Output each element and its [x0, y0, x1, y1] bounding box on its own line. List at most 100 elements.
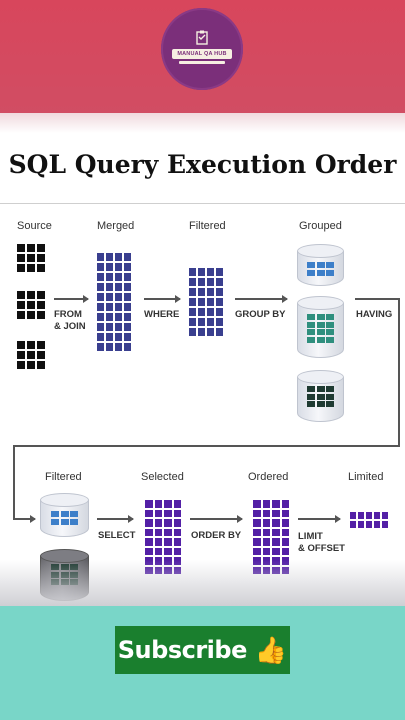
group-cell — [51, 518, 59, 525]
table-cell — [216, 288, 223, 296]
table-cell — [350, 521, 356, 528]
table-cell — [124, 273, 131, 281]
table-cell — [189, 318, 196, 326]
subscribe-button[interactable]: Subscribe 👍 — [115, 626, 290, 674]
label-grouped: Grouped — [299, 220, 342, 232]
table-cell — [154, 528, 162, 536]
table-cell — [272, 509, 280, 517]
table-cell — [115, 273, 122, 281]
table-cell — [198, 268, 205, 276]
group-cell — [70, 511, 78, 517]
group-cell — [316, 262, 325, 268]
table-cell — [145, 500, 153, 508]
table-cell — [27, 291, 35, 299]
table-cell — [154, 500, 162, 508]
table-cell — [17, 361, 25, 369]
table-cell — [106, 263, 113, 271]
group-cell — [326, 393, 334, 400]
table-cell — [145, 519, 153, 527]
divider — [0, 203, 405, 204]
table-cell — [145, 547, 153, 555]
table-cell — [207, 278, 214, 286]
table-cell — [37, 291, 45, 299]
group-cell — [307, 314, 315, 320]
source-table-3 — [17, 341, 45, 369]
table-cell — [97, 333, 104, 341]
table-cell — [189, 278, 196, 286]
table-cell — [27, 341, 35, 349]
group-cell — [326, 262, 334, 268]
table-cell — [207, 308, 214, 316]
table-cell — [216, 268, 223, 276]
table-cell — [164, 538, 172, 546]
table-cell — [198, 328, 205, 336]
table-cell — [106, 313, 113, 321]
group-cell — [307, 401, 315, 407]
table-cell — [164, 509, 172, 517]
table-cell — [124, 323, 131, 331]
group-cell — [60, 511, 69, 517]
group-cell — [326, 321, 334, 328]
table-cell — [358, 521, 364, 528]
table-cell — [358, 512, 364, 519]
arrow-order-by — [190, 515, 243, 522]
table-cell — [17, 291, 25, 299]
table-cell — [37, 244, 45, 252]
table-cell — [281, 500, 289, 508]
table-cell — [164, 519, 172, 527]
table-cell — [97, 343, 104, 351]
table-cell — [272, 528, 280, 536]
arrow-from-join — [54, 295, 89, 302]
table-cell — [17, 311, 25, 319]
table-cell — [207, 318, 214, 326]
table-cell — [382, 521, 388, 528]
table-cell — [253, 528, 261, 536]
group-cell — [326, 386, 334, 392]
table-cell — [281, 528, 289, 536]
table-cell — [164, 528, 172, 536]
table-cell — [272, 500, 280, 508]
logo-text: MANUAL QA HUB — [172, 48, 232, 59]
table-cell — [216, 328, 223, 336]
label-limited: Limited — [348, 471, 384, 483]
group-cell — [307, 269, 315, 276]
table-cell — [37, 301, 45, 309]
table-cell — [366, 521, 372, 528]
group-cell — [316, 401, 325, 407]
table-cell — [37, 311, 45, 319]
table-cell — [115, 293, 122, 301]
source-table-2 — [17, 291, 45, 319]
table-cell — [173, 519, 181, 527]
table-cell — [216, 318, 223, 326]
group-cell — [307, 393, 315, 400]
table-cell — [115, 333, 122, 341]
table-cell — [124, 303, 131, 311]
table-cell — [382, 512, 388, 519]
table-cell — [124, 313, 131, 321]
table-cell — [115, 283, 122, 291]
table-cell — [262, 519, 270, 527]
group-cell — [70, 518, 78, 525]
table-cell — [97, 283, 104, 291]
table-cell — [374, 512, 380, 519]
thumbs-up-icon: 👍 — [254, 635, 288, 665]
table-cell — [272, 538, 280, 546]
table-cell — [97, 323, 104, 331]
table-cell — [173, 547, 181, 555]
group-cell — [326, 329, 334, 335]
grouped-db-2 — [297, 296, 344, 358]
group-cell — [307, 386, 315, 392]
table-cell — [281, 519, 289, 527]
bottom-fade — [0, 560, 405, 606]
table-cell — [253, 500, 261, 508]
label-selected: Selected — [141, 471, 184, 483]
table-cell — [97, 263, 104, 271]
op-where: WHERE — [144, 309, 180, 320]
having-line-across — [13, 445, 400, 447]
subscribe-label: Subscribe — [117, 636, 248, 664]
group-cell — [326, 314, 334, 320]
table-cell — [154, 538, 162, 546]
page-title: SQL Query Execution Order — [8, 150, 397, 179]
op-from-join: FROM & JOIN — [54, 309, 86, 332]
source-table-1 — [17, 244, 45, 272]
